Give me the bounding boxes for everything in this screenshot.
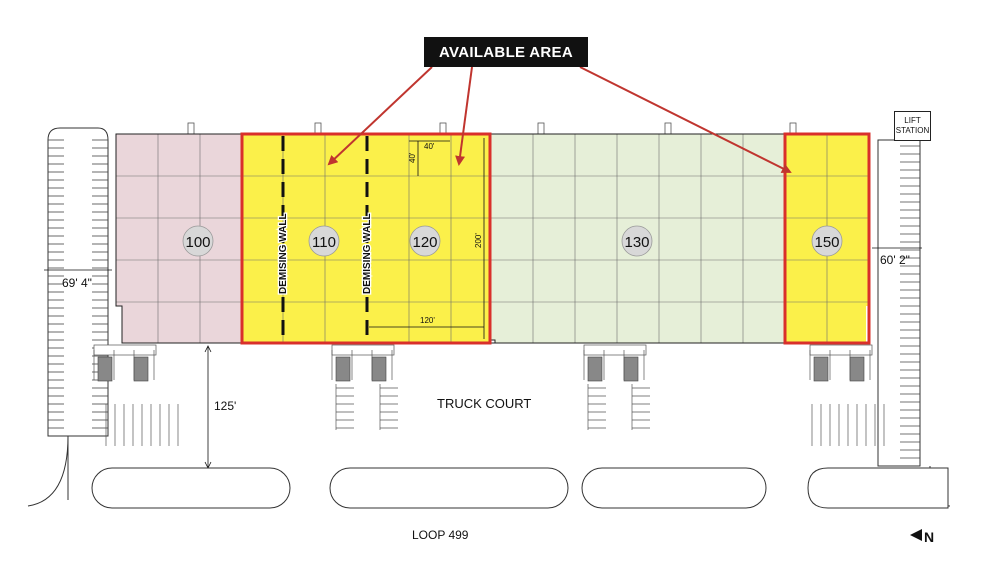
svg-text:100: 100 xyxy=(185,234,210,251)
unit-width-dim: 120' xyxy=(420,316,435,325)
loading-dock xyxy=(809,344,873,382)
available-outlines xyxy=(240,132,871,345)
svg-text:120: 120 xyxy=(412,234,437,251)
lift-station-label-1: LIFT xyxy=(904,116,921,125)
bay-depth-dim: 40' xyxy=(408,152,417,163)
stall-hatch xyxy=(631,384,650,430)
north-arrow-icon: N xyxy=(910,529,934,545)
truck-court-dimension xyxy=(204,345,212,469)
left-parking xyxy=(27,127,109,507)
unit-120-badge: 120 xyxy=(409,225,441,257)
unit-150-badge: 150 xyxy=(811,225,843,257)
parking-right-dim: 60' 2" xyxy=(880,253,910,267)
loading-dock xyxy=(93,344,157,382)
available-area-banner: AVAILABLE AREA xyxy=(424,37,588,67)
parking-islands xyxy=(91,467,949,509)
stall-hatch xyxy=(587,384,606,430)
unit-100-badge: 100 xyxy=(182,225,214,257)
callout-arrows xyxy=(327,66,792,173)
lift-station-label-2: STATION xyxy=(895,126,930,135)
building-depth-dim: 200' xyxy=(474,233,483,248)
svg-text:110: 110 xyxy=(312,234,336,251)
stall-hatch xyxy=(811,404,885,446)
bay-width-dim: 40' xyxy=(424,142,435,151)
loading-dock xyxy=(583,344,647,382)
demising-wall-label-1: DEMISING WALL xyxy=(278,213,289,294)
svg-text:130: 130 xyxy=(624,234,649,251)
stall-hatch xyxy=(379,384,398,430)
road-label: LOOP 499 xyxy=(412,528,469,542)
unit-110-badge: 110 xyxy=(308,225,340,257)
truck-court-depth-label: 125' xyxy=(214,399,236,413)
lift-station-box: LIFT STATION xyxy=(894,111,931,141)
truck-court-label: TRUCK COURT xyxy=(437,396,531,411)
demising-walls xyxy=(281,136,369,343)
svg-text:N: N xyxy=(924,529,934,545)
parking-dimensions xyxy=(44,247,922,271)
stall-hatch xyxy=(105,404,179,446)
interior-dimensions xyxy=(369,138,485,339)
stall-hatch xyxy=(335,384,354,430)
demising-wall-label-2: DEMISING WALL xyxy=(362,213,373,294)
right-parking xyxy=(877,139,951,507)
svg-text:150: 150 xyxy=(814,234,839,251)
loading-dock xyxy=(331,344,395,382)
building xyxy=(115,133,870,344)
loading-docks xyxy=(93,344,885,446)
unit-130-badge: 130 xyxy=(621,225,653,257)
unit-100-area[interactable] xyxy=(115,133,243,344)
parking-left-dim: 69' 4" xyxy=(62,276,92,290)
